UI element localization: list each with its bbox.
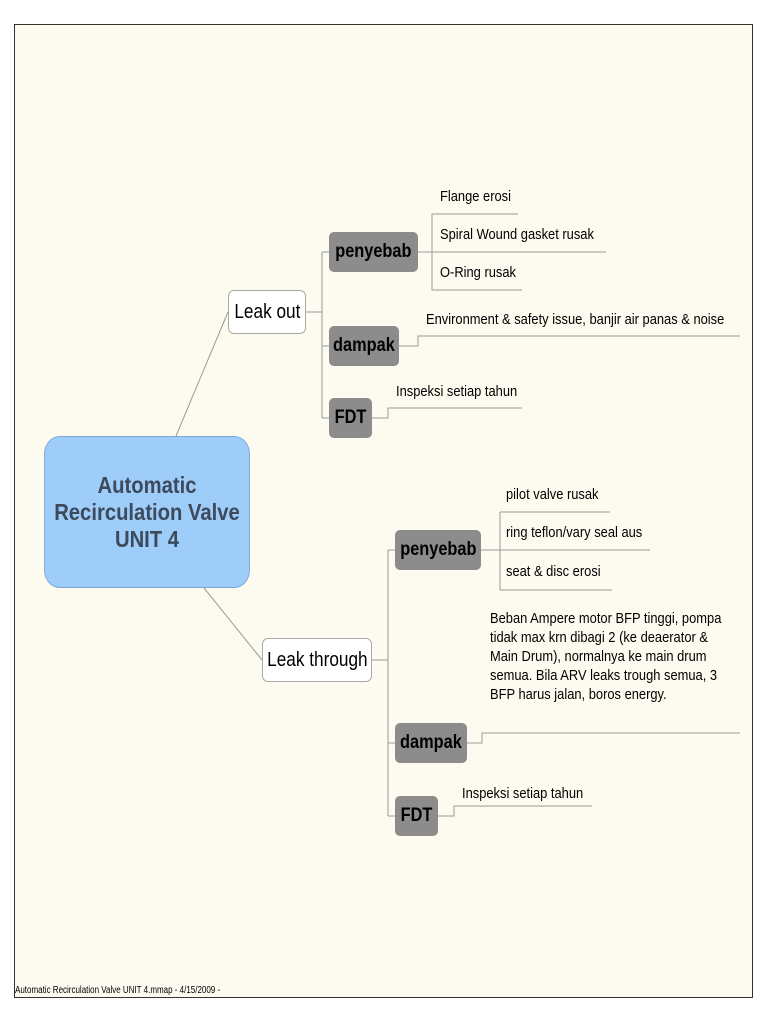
link-leakthrough-trunk [372,550,389,816]
topic-leak-through[interactable]: Leak through [262,638,372,682]
central-topic-label: Automatic Recirculation Valve UNIT 4 [54,471,240,552]
topic-leak-out[interactable]: Leak out [228,290,306,334]
leaf-o-ring-rusak[interactable]: O-Ring rusak [440,264,516,281]
link-central-leak-through [203,587,263,661]
leaf-environment-safety[interactable]: Environment & safety issue, banjir air p… [426,311,725,328]
subtopic-dampak-leak-out[interactable]: dampak [329,326,399,366]
topic-leak-out-label: Leak out [234,300,301,323]
footer-filename: Automatic Recirculation Valve UNIT 4.mma… [15,985,221,996]
leaf-spiral-wound-gasket[interactable]: Spiral Wound gasket rusak [440,226,594,243]
link-leakout-trunk [306,252,323,418]
topic-leak-through-label: Leak through [266,648,368,671]
leaf-seat-disc-erosi[interactable]: seat & disc erosi [506,563,601,580]
leaf-pilot-valve-rusak[interactable]: pilot valve rusak [506,486,599,503]
leaf-flange-erosi[interactable]: Flange erosi [440,188,511,205]
link-central-leak-out [175,311,229,437]
subtopic-fdt-leak-out[interactable]: FDT [329,398,372,438]
central-topic[interactable]: Automatic Recirculation Valve UNIT 4 [44,436,250,588]
subtopic-penyebab-leak-out[interactable]: penyebab [329,232,418,272]
leaf-inspeksi-leak-out[interactable]: Inspeksi setiap tahun [396,383,518,400]
leaf-ring-teflon[interactable]: ring teflon/vary seal aus [506,524,643,541]
subtopic-fdt-leak-through[interactable]: FDT [395,796,438,836]
leaf-beban-ampere[interactable]: Beban Ampere motor BFP tinggi, pompa tid… [490,610,722,703]
subtopic-penyebab-leak-through[interactable]: penyebab [395,530,481,570]
leaf-inspeksi-leak-through[interactable]: Inspeksi setiap tahun [462,785,584,802]
subtopic-dampak-leak-through[interactable]: dampak [395,723,467,763]
